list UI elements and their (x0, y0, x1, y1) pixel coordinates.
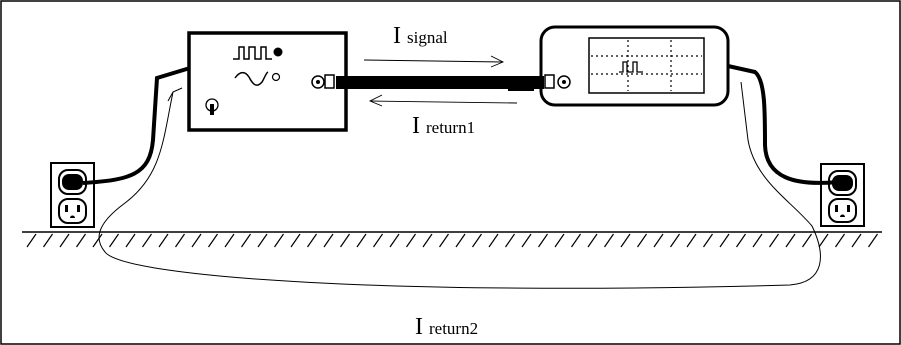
ground-hatch-mark (26, 233, 37, 248)
ground-hatch-mark (356, 233, 367, 248)
scope-trace (619, 61, 643, 73)
ground-hatch-mark (274, 233, 284, 248)
return1-current-arrow (368, 94, 518, 107)
right-wall-outlet (820, 163, 865, 227)
ground-hatch-mark (439, 233, 449, 248)
oscilloscope (539, 25, 730, 107)
ground-hatch-mark (43, 233, 53, 248)
sine-wave-indicator-empty (271, 72, 281, 82)
ground-hatch-mark (703, 233, 713, 248)
ground-hatch-mark (307, 233, 317, 248)
ground-hatch-mark (455, 233, 466, 248)
ground-hatch-mark (719, 233, 730, 248)
left-outlet-empty-socket (58, 198, 87, 224)
ground-hatch-mark (472, 233, 482, 248)
ground-hatch-mark (752, 233, 763, 248)
ground-hatch-mark (175, 233, 185, 248)
ground-hatch-mark (818, 233, 829, 248)
ground-hatch-mark (158, 233, 169, 248)
right-outlet-empty-socket (828, 198, 857, 223)
ground-hatch-mark (208, 233, 218, 248)
ground-hatch-mark (323, 233, 334, 248)
ground-hatch-mark (373, 233, 383, 248)
square-wave-icon (233, 46, 272, 60)
ground-hatch-mark (505, 233, 515, 248)
ground-hatch-mark (406, 233, 416, 248)
ground-hatch-mark (257, 233, 268, 248)
return2-loop-path (98, 81, 821, 289)
ground-hatch-mark (224, 233, 235, 248)
ground-plane (22, 231, 882, 248)
return2-arrowhead (167, 87, 183, 102)
ground-hatch-mark (769, 233, 779, 248)
sine-wave-icon (234, 71, 269, 86)
ground-hatch-mark (389, 233, 400, 248)
ground-hatch-mark (109, 233, 119, 248)
ground-hatch-mark (422, 233, 433, 248)
ground-hatch-mark (488, 233, 499, 248)
ground-hatch-mark (554, 233, 565, 248)
ground-hatch-mark (604, 233, 614, 248)
ground-hatch-mark (736, 233, 746, 248)
ground-hatch-mark (653, 233, 664, 248)
ground-hatch-mark (76, 233, 86, 248)
ground-hatch-mark (670, 233, 680, 248)
ground-hatch-mark (125, 233, 136, 248)
ground-hatch-mark (290, 233, 301, 248)
ground-hatch-mark (538, 233, 548, 248)
square-wave-indicator-filled (273, 47, 283, 57)
signal-current-arrow (363, 55, 505, 68)
scope-screen (588, 37, 705, 94)
ground-hatch-mark (868, 233, 878, 248)
ground-hatch-mark (587, 233, 598, 248)
ground-hatch-mark (241, 233, 251, 248)
ground-hatch-mark (637, 233, 647, 248)
right-power-cord (727, 64, 839, 185)
ground-hatch-mark (521, 233, 532, 248)
ground-hatch-mark (571, 233, 581, 248)
ground-hatch-mark (142, 233, 152, 248)
left-wall-outlet (50, 162, 95, 228)
ground-hatch-mark (92, 233, 103, 248)
ground-hatch-mark (851, 233, 862, 248)
ground-hatch-mark (835, 233, 845, 248)
ground-hatch-mark (686, 233, 697, 248)
left-power-cord (82, 66, 191, 185)
ground-hatch-mark (802, 233, 812, 248)
ground-hatch-mark (59, 233, 70, 248)
ground-hatch-mark (785, 233, 796, 248)
ground-hatch-mark (620, 233, 631, 248)
ground-hatch-mark (191, 233, 202, 248)
ground-hatch-mark (340, 233, 350, 248)
scope-grid (591, 40, 702, 91)
coax-cable (311, 74, 571, 91)
